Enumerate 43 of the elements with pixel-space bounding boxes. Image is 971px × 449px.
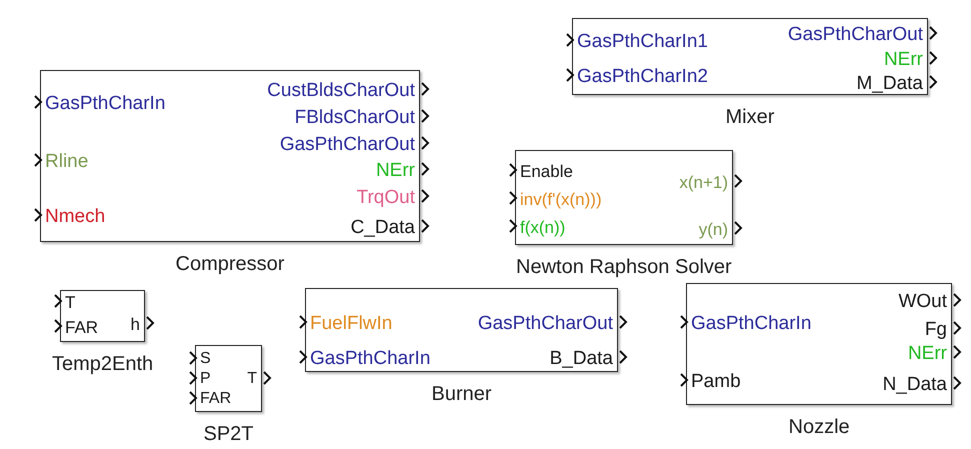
- output-port-label: M_Data: [856, 74, 923, 92]
- output-port-label: h: [130, 316, 140, 332]
- output-port-label: Fg: [924, 320, 947, 338]
- output-port-label: B_Data: [550, 348, 613, 368]
- input-port-label: FuelFlwIn: [310, 314, 392, 332]
- input-port-label: GasPthCharIn2: [577, 66, 708, 86]
- block-name: Burner: [432, 384, 492, 404]
- input-port-label: P: [200, 371, 211, 387]
- output-port-label: NErr: [908, 344, 947, 362]
- output-port-label: WOut: [898, 292, 947, 310]
- input-port-label: GasPthCharIn: [45, 94, 166, 112]
- output-port-label: N_Data: [882, 374, 947, 394]
- output-port-label: NErr: [376, 160, 415, 180]
- output-port-label: GasPthCharOut: [280, 134, 415, 154]
- output-port-label: T: [247, 371, 257, 387]
- output-port-label: x(n+1): [679, 174, 728, 190]
- input-port-label: Enable: [520, 162, 573, 180]
- block-name: Mixer: [726, 107, 774, 127]
- block-name: Nozzle: [788, 417, 850, 437]
- output-port-label: GasPthCharOut: [788, 24, 923, 44]
- input-port-label: Nmech: [45, 206, 106, 226]
- output-port-label: CustBldsCharOut: [267, 80, 415, 100]
- output-port-label: FBldsCharOut: [294, 108, 415, 126]
- input-port-label: Rline: [45, 152, 88, 170]
- input-port-label: S: [200, 351, 211, 367]
- output-port-label: C_Data: [350, 218, 415, 236]
- input-port-label: GasPthCharIn: [691, 314, 812, 332]
- input-port-label: FAR: [65, 318, 98, 336]
- output-port-label: NErr: [884, 50, 923, 68]
- input-port-label: f(x(n)): [520, 218, 566, 236]
- block-name: Compressor: [176, 254, 284, 274]
- input-port-label: inv(f'(x(n))): [520, 190, 602, 208]
- input-port-label: T: [65, 294, 76, 310]
- block-name: Newton Raphson Solver: [516, 257, 732, 277]
- output-port-label: TrqOut: [356, 188, 415, 206]
- block-name: SP2T: [204, 424, 254, 444]
- output-port-label: GasPthCharOut: [478, 314, 613, 332]
- input-port-label: GasPthCharIn1: [577, 32, 708, 50]
- block-name: Temp2Enth: [52, 354, 154, 374]
- input-port-label: FAR: [200, 391, 232, 407]
- output-port-label: y(n): [698, 220, 728, 238]
- input-port-label: Pamb: [691, 372, 741, 390]
- input-port-label: GasPthCharIn: [310, 348, 430, 368]
